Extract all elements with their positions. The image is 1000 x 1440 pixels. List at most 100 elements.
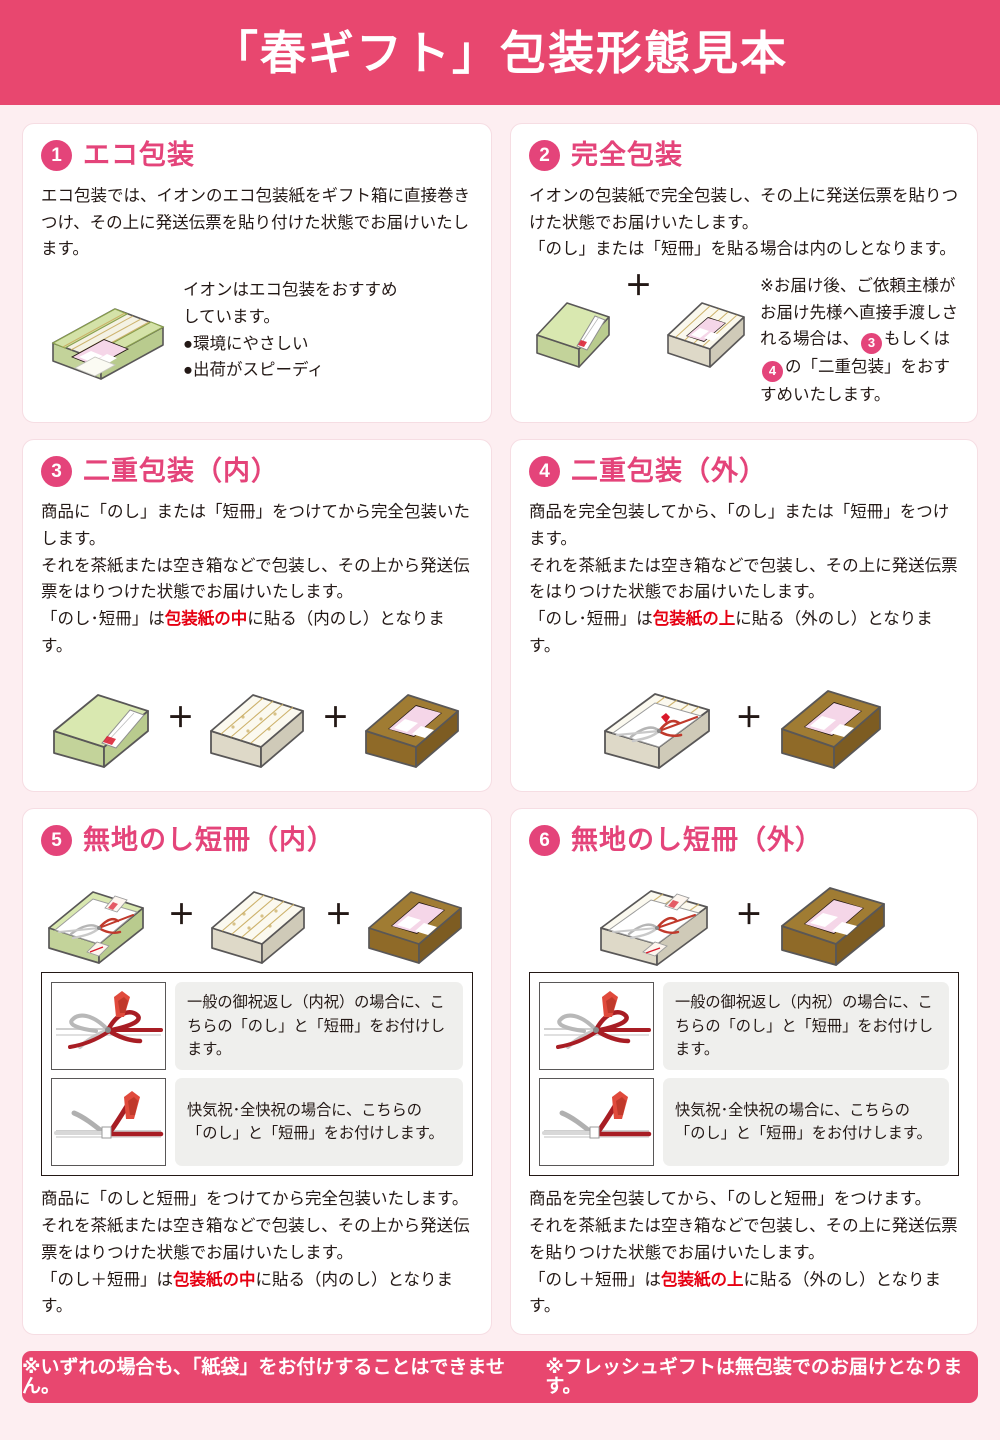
card-double-packaging-outer[interactable]: 4 二重包装（外） 商品を完全包装してから、「のし」または「短冊」をつけます。 … xyxy=(510,439,978,793)
plus-symbol: ＋ xyxy=(168,899,195,930)
card-double-packaging-inner[interactable]: 3 二重包装（内） 商品に「のし」または「短冊」をつけてから完全包装いたします。… xyxy=(22,439,492,793)
inline-badge-4: 4 xyxy=(762,360,783,382)
card-eco-packaging[interactable]: 1 エコ包装 エコ包装では、イオンのエコ包装紙をギフト箱に直接巻きつけ、その上に… xyxy=(22,123,492,424)
footer-line-3-highlight: 包装紙の中 xyxy=(173,1270,256,1289)
footer-line-3-pre: 「のし＋短冊」は xyxy=(529,1270,661,1289)
number-badge-6: 6 xyxy=(529,825,560,857)
bottom-note-1: ※いずれの場合も、「紙袋」をお付けすることはできません。 xyxy=(22,1357,505,1398)
noshi-detail-row: 一般の御祝返し（内祝）の場合に、こちらの「のし」と「短冊」をお付けします。 xyxy=(51,982,463,1071)
footer-line-2: それを茶紙または空き箱などで包装し、その上に発送伝票を貼りつけた状態でお届けいた… xyxy=(529,1217,958,1262)
number-badge-2: 2 xyxy=(529,140,560,171)
body-line-2: 「のし」または「短冊」を貼る場合は内のしとなります。 xyxy=(529,240,956,259)
card-body-text: イオンの包装紙で完全包装し、その上に発送伝票を貼りつけた状態でお届けいたします。… xyxy=(529,183,959,263)
footer-line-2: それを茶紙または空き箱などで包装し、その上から発送伝票をはりつけた状態でお届けい… xyxy=(41,1217,470,1262)
body-line-3-highlight: 包装紙の上 xyxy=(652,610,736,629)
card-title-label: 二重包装（外） xyxy=(571,456,767,487)
eco-box-illustration xyxy=(41,271,173,383)
footer-line-1: 商品を完全包装してから、「のしと短冊」をつけます。 xyxy=(529,1190,932,1209)
patterned-wrapped-box-illustration xyxy=(204,868,316,966)
body-line-3-pre: 「のし･短冊」は xyxy=(529,610,653,629)
body-line-3-highlight: 包装紙の中 xyxy=(164,610,248,629)
eco-bullet-1: ●環境にやさしい xyxy=(183,334,309,353)
body-line-1: 商品を完全包装してから、「のし」または「短冊」をつけます。 xyxy=(529,503,950,548)
card-title: 5 無地のし短冊（内） xyxy=(41,825,473,857)
body-line-3-post: に貼る（内のし）となります。 xyxy=(41,610,445,655)
plus-symbol: ＋ xyxy=(325,899,352,930)
eco-text-line2: しています。 xyxy=(183,307,280,326)
card-title: 4 二重包装（外） xyxy=(529,456,959,488)
body-line-1: イオンの包装紙で完全包装し、その上に発送伝票を貼りつけた状態でお届けいたします。 xyxy=(529,187,959,232)
card-body-text: 商品を完全包装してから、「のし」または「短冊」をつけます。 それを茶紙または空き… xyxy=(529,499,959,659)
eco-text-line1: イオンはエコ包装をおすすめ xyxy=(183,281,398,300)
body-line-3-pre: 「のし･短冊」は xyxy=(41,610,165,629)
card-body-text: 商品に「のし」または「短冊」をつけてから完全包装いたします。 それを茶紙または空… xyxy=(41,499,473,659)
plus-symbol: ＋ xyxy=(735,899,763,930)
footer-line-1: 商品に「のしと短冊」をつけてから完全包装いたします。 xyxy=(41,1190,469,1209)
card-title-label: 無地のし短冊（外） xyxy=(571,825,823,856)
eco-side-text: イオンはエコ包装をおすすめ しています。 ●環境にやさしい ●出荷がスピーディ xyxy=(183,271,398,384)
card-plain-noshi-tanzaku-outer[interactable]: 6 無地のし短冊（外） xyxy=(510,808,978,1336)
card-footer-text: 商品に「のしと短冊」をつけてから完全包装いたします。 それを茶紙または空き箱など… xyxy=(41,1186,473,1320)
plus-symbol: ＋ xyxy=(625,271,652,302)
note-part-1: ※お届け後、ご依頼主様がお届け先様へ直接手渡しされる場合は、 xyxy=(760,277,958,348)
footer-line-3-pre: 「のし＋短冊」は xyxy=(41,1270,173,1289)
card-body-text: エコ包装では、イオンのエコ包装紙をギフト箱に直接巻きつけ、その上に発送伝票を貼り… xyxy=(41,187,470,259)
brown-box-with-label-illustration xyxy=(772,669,892,771)
card5-illustration-row: ＋ xyxy=(41,868,473,966)
card4-illustration-row: ＋ xyxy=(529,669,959,771)
bottom-notice-banner: ※いずれの場合も、「紙袋」をお付けすることはできません。 ※フレッシュギフトは無… xyxy=(22,1351,978,1404)
green-box-with-noshi-band-illustration xyxy=(41,868,159,966)
footer-line-3-post: に貼る（外のし）となります。 xyxy=(529,1270,942,1316)
card-title: 2 完全包装 xyxy=(529,140,959,171)
noshi-note-text: 一般の御祝返し（内祝）の場合に、こちらの「のし」と「短冊」をお付けします。 xyxy=(663,982,949,1071)
plus-symbol: ＋ xyxy=(735,702,763,733)
number-badge-5: 5 xyxy=(41,825,72,857)
brown-box-with-label-illustration xyxy=(772,868,896,967)
card-full-packaging[interactable]: 2 完全包装 イオンの包装紙で完全包装し、その上に発送伝票を貼りつけた状態でお届… xyxy=(510,123,978,424)
musubikiri-knot-icon xyxy=(539,1078,654,1167)
brown-box-with-label-illustration xyxy=(358,669,468,771)
body-line-1: 商品に「のし」または「短冊」をつけてから完全包装いたします。 xyxy=(41,503,470,548)
card3-illustration-row: ＋ xyxy=(41,669,473,771)
body-line-2: それを茶紙または空き箱などで包装し、その上から発送伝票をはりつけた状態でお届けい… xyxy=(41,556,470,602)
page-title: 「春ギフト」包装形態見本 xyxy=(212,26,788,79)
number-badge-4: 4 xyxy=(529,456,560,488)
eco-bullet-2: ●出荷がスピーディ xyxy=(183,361,324,380)
patterned-wrapped-box-illustration xyxy=(203,669,313,771)
footer-line-3: 「のし＋短冊」は包装紙の中に貼る（内のし）となります。 xyxy=(41,1267,473,1320)
page-header: 「春ギフト」包装形態見本 xyxy=(0,0,1000,105)
noshi-note-text: 快気祝･全快祝の場合に、こちらの「のし」と「短冊」をお付けします。 xyxy=(175,1078,463,1167)
card-title: 6 無地のし短冊（外） xyxy=(529,825,959,857)
chomusubi-knot-icon xyxy=(51,982,166,1071)
plus-symbol: ＋ xyxy=(322,702,349,733)
note-part-3: の「二重包装」をおすすめいたします。 xyxy=(760,357,950,404)
card-title-label: エコ包装 xyxy=(83,140,195,170)
card-title-label: 無地のし短冊（内） xyxy=(83,825,335,856)
footer-line-3: 「のし＋短冊」は包装紙の上に貼る（外のし）となります。 xyxy=(529,1267,959,1320)
card-footer-text: 商品を完全包装してから、「のしと短冊」をつけます。 それを茶紙または空き箱などで… xyxy=(529,1186,959,1320)
number-badge-1: 1 xyxy=(41,140,72,171)
brown-box-with-label-illustration xyxy=(361,868,473,966)
footer-line-3-post: に貼る（内のし）となります。 xyxy=(41,1270,454,1316)
number-badge-3: 3 xyxy=(41,456,72,488)
card-title-label: 二重包装（内） xyxy=(83,456,279,487)
green-box-with-noshi-strip-illustration xyxy=(46,669,158,771)
body-line-3: 「のし･短冊」は包装紙の中に貼る（内のし）となります。 xyxy=(41,606,473,659)
inline-badge-3: 3 xyxy=(861,332,882,354)
musubikiri-knot-icon xyxy=(51,1078,166,1167)
noshi-detail-panel: 一般の御祝返し（内祝）の場合に、こちらの「のし」と「短冊」をお付けします。 xyxy=(529,972,959,1177)
noshi-detail-row: 快気祝･全快祝の場合に、こちらの「のし」と「短冊」をお付けします。 xyxy=(539,1078,949,1167)
chomusubi-knot-icon xyxy=(539,982,654,1071)
card-title: 3 二重包装（内） xyxy=(41,456,473,488)
noshi-detail-row: 快気祝･全快祝の場合に、こちらの「のし」と「短冊」をお付けします。 xyxy=(51,1078,463,1167)
body-line-3-post: に貼る（外のし）となります。 xyxy=(529,610,933,655)
noshi-note-text: 快気祝･全快祝の場合に、こちらの「のし」と「短冊」をお付けします。 xyxy=(663,1078,949,1167)
packaging-options-grid: 1 エコ包装 エコ包装では、イオンのエコ包装紙をギフト箱に直接巻きつけ、その上に… xyxy=(0,105,1000,1336)
bottom-note-2: ※フレッシュギフトは無包装でのお届けとなります。 xyxy=(545,1357,963,1398)
noshi-detail-row: 一般の御祝返し（内祝）の場合に、こちらの「のし」と「短冊」をお付けします。 xyxy=(539,982,949,1071)
card-plain-noshi-tanzaku-inner[interactable]: 5 無地のし短冊（内） xyxy=(22,808,492,1336)
noshi-note-text: 一般の御祝返し（内祝）の場合に、こちらの「のし」と「短冊」をお付けします。 xyxy=(175,982,463,1071)
noshi-detail-panel: 一般の御祝返し（内祝）の場合に、こちらの「のし」と「短冊」をお付けします。 xyxy=(41,972,473,1177)
card-title: 1 エコ包装 xyxy=(41,140,473,171)
